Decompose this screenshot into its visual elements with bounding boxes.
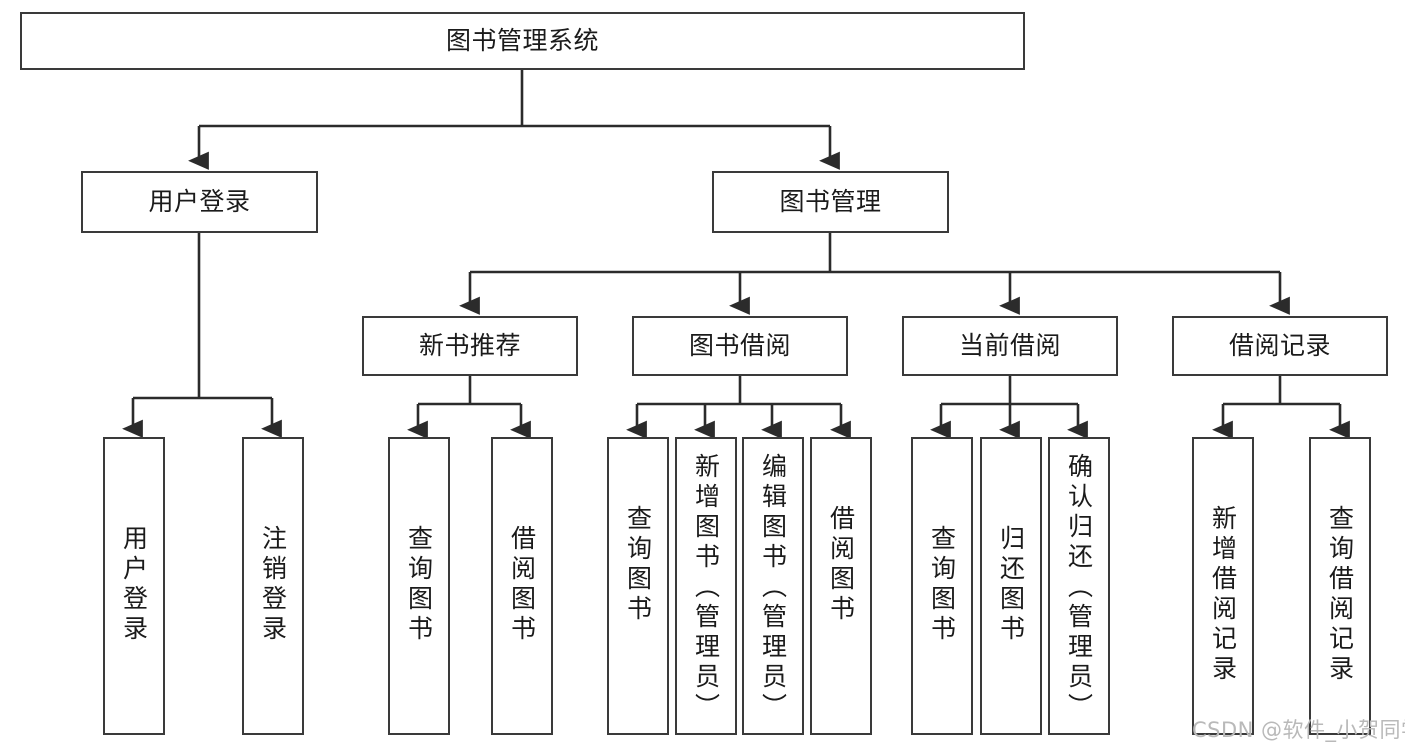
leaf-query-record-label: 查询借阅记录 — [1325, 505, 1355, 685]
leaf-logout[interactable]: 注销登录 — [242, 437, 304, 735]
node-borrow-record-label: 借阅记录 — [1228, 331, 1331, 361]
leaf-borrow-book-2-label: 借阅图书 — [826, 505, 856, 625]
leaf-edit-book-label: 编辑图书（管理员） — [758, 453, 788, 723]
leaf-query-book-1-label: 查询图书 — [404, 525, 434, 645]
leaf-confirm-return[interactable]: 确认归还（管理员） — [1048, 437, 1110, 735]
node-new-book-recommend[interactable]: 新书推荐 — [362, 316, 578, 376]
leaf-query-book-3-label: 查询图书 — [927, 525, 957, 645]
node-book-management[interactable]: 图书管理 — [712, 171, 949, 233]
leaf-query-book-1[interactable]: 查询图书 — [388, 437, 450, 735]
leaf-borrow-book-1[interactable]: 借阅图书 — [491, 437, 553, 735]
node-book-borrow-label: 图书借阅 — [688, 331, 791, 361]
csdn-watermark: CSDN @软件_小贺同学 — [1192, 718, 1405, 742]
node-new-book-recommend-label: 新书推荐 — [418, 331, 521, 361]
leaf-add-book-label: 新增图书（管理员） — [691, 453, 721, 723]
leaf-query-record[interactable]: 查询借阅记录 — [1309, 437, 1371, 735]
leaf-add-record[interactable]: 新增借阅记录 — [1192, 437, 1254, 735]
node-root-label: 图书管理系统 — [445, 26, 599, 56]
leaf-user-login-label: 用户登录 — [119, 525, 149, 645]
node-root[interactable]: 图书管理系统 — [20, 12, 1025, 70]
leaf-borrow-book-1-label: 借阅图书 — [507, 525, 537, 645]
leaf-user-login[interactable]: 用户登录 — [103, 437, 165, 735]
leaf-return-book[interactable]: 归还图书 — [980, 437, 1042, 735]
node-user-login[interactable]: 用户登录 — [81, 171, 318, 233]
leaf-query-book-2[interactable]: 查询图书 — [607, 437, 669, 735]
leaf-add-record-label: 新增借阅记录 — [1208, 505, 1238, 685]
node-current-borrow[interactable]: 当前借阅 — [902, 316, 1118, 376]
node-current-borrow-label: 当前借阅 — [958, 331, 1061, 361]
leaf-return-book-label: 归还图书 — [996, 525, 1026, 645]
leaf-query-book-2-label: 查询图书 — [623, 505, 653, 625]
leaf-logout-label: 注销登录 — [258, 525, 288, 645]
leaf-query-book-3[interactable]: 查询图书 — [911, 437, 973, 735]
leaf-confirm-return-label: 确认归还（管理员） — [1064, 453, 1094, 723]
node-book-borrow[interactable]: 图书借阅 — [632, 316, 848, 376]
leaf-edit-book[interactable]: 编辑图书（管理员） — [742, 437, 804, 735]
node-borrow-record[interactable]: 借阅记录 — [1172, 316, 1388, 376]
leaf-borrow-book-2[interactable]: 借阅图书 — [810, 437, 872, 735]
leaf-add-book[interactable]: 新增图书（管理员） — [675, 437, 737, 735]
node-book-management-label: 图书管理 — [779, 187, 882, 217]
node-user-login-label: 用户登录 — [148, 187, 251, 217]
